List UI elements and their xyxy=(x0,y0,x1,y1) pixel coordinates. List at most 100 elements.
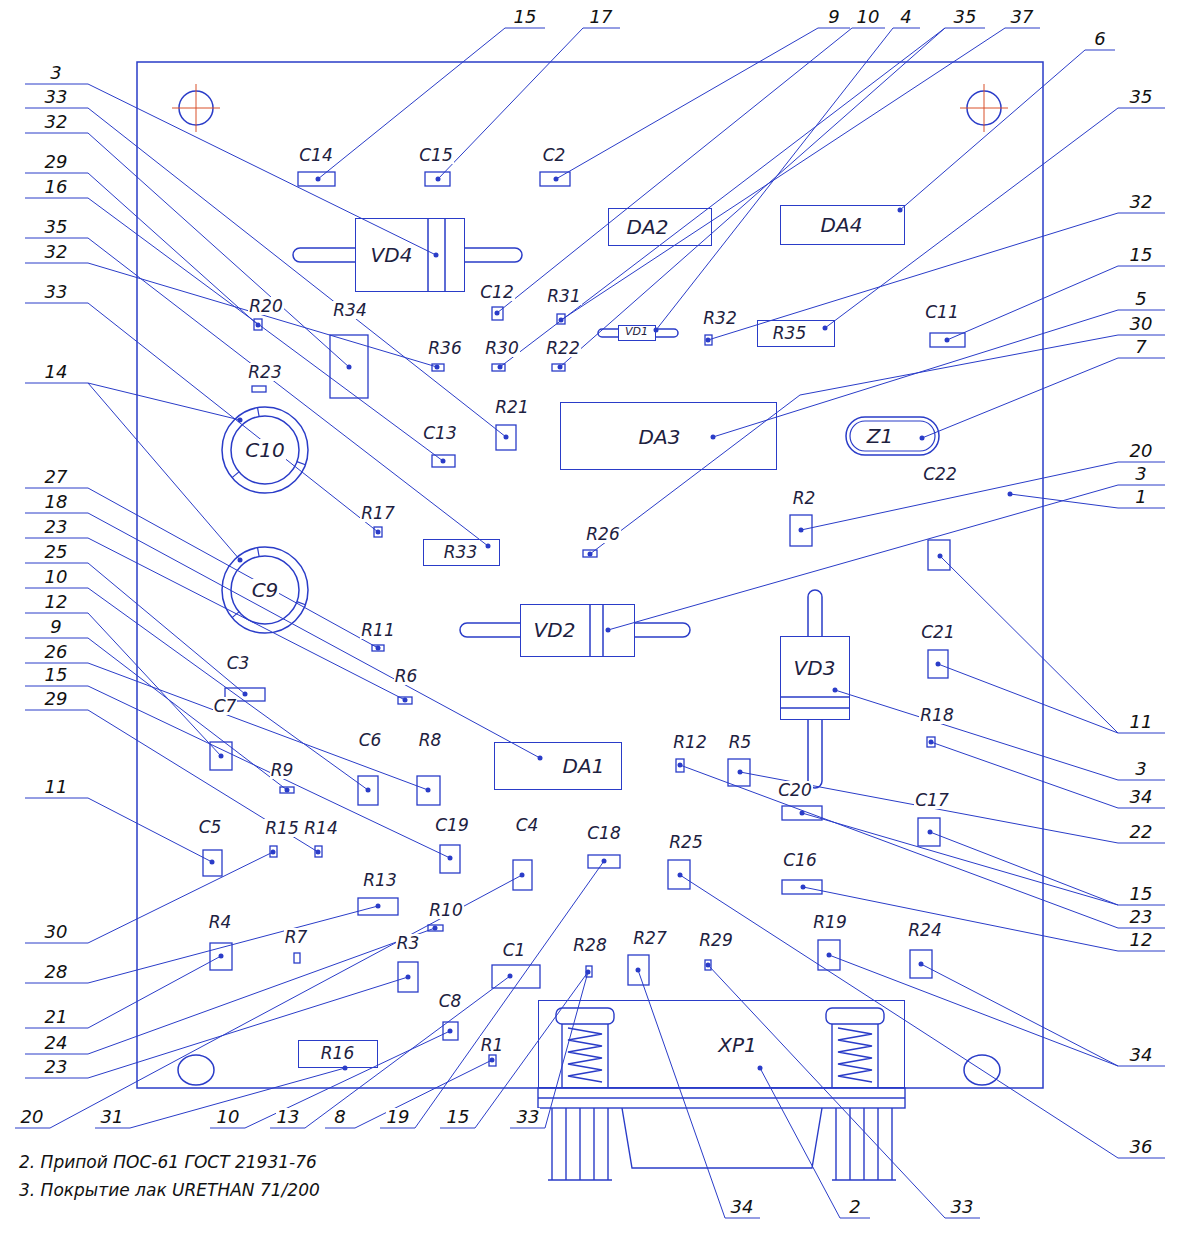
leader-dot xyxy=(945,338,950,343)
callout-number: 11 xyxy=(1129,713,1154,731)
reference-designator: C18 xyxy=(586,824,622,843)
callout-number: 23 xyxy=(1129,908,1154,926)
reference-designator: C4 xyxy=(515,816,540,835)
smd-component-body xyxy=(298,172,335,186)
leader-dot xyxy=(219,954,224,959)
callout-number: 31 xyxy=(100,1108,125,1126)
component-outline: R16 xyxy=(298,1040,378,1068)
callout-number: 29 xyxy=(44,153,69,171)
leader-dot xyxy=(654,328,659,333)
callout-number: 17 xyxy=(589,8,614,26)
component-designator: R35 xyxy=(772,324,807,343)
reference-designator: R11 xyxy=(360,621,395,640)
component-designator: VD4 xyxy=(370,244,414,266)
callout-number: 28 xyxy=(44,963,69,981)
leader-dot xyxy=(919,962,924,967)
reference-designator: R30 xyxy=(484,339,519,358)
leader-dot xyxy=(448,856,453,861)
leader-dot xyxy=(706,338,711,343)
leader-dot xyxy=(678,873,683,878)
smd-component-body xyxy=(927,737,935,747)
reference-designator: C2 xyxy=(542,146,567,165)
connector-drawing xyxy=(568,1028,602,1082)
reference-designator: C21 xyxy=(920,623,956,642)
capacitor-ring: C9 xyxy=(221,546,309,634)
oval-inner xyxy=(850,421,935,451)
reference-designator: C8 xyxy=(438,992,463,1011)
reference-designator: R26 xyxy=(585,525,620,544)
leader-dot xyxy=(504,435,509,440)
drawing-note: 2. Припой ПОС-61 ГОСТ 21931-76 xyxy=(18,1153,318,1172)
smd-component-body xyxy=(583,550,597,557)
leader-dot xyxy=(285,788,290,793)
callout-number: 29 xyxy=(44,690,69,708)
leader-dot xyxy=(936,662,941,667)
smd-component-body xyxy=(280,787,294,793)
leader-dot xyxy=(210,860,215,865)
leader-dot xyxy=(490,1058,495,1063)
smd-component-body xyxy=(203,850,222,876)
smd-component-body xyxy=(489,1055,496,1066)
smd-component-body xyxy=(790,515,812,546)
reference-designator: C12 xyxy=(479,283,515,302)
callout-number: 34 xyxy=(730,1198,755,1216)
callout-number: 34 xyxy=(1129,788,1154,806)
component-outline: DA2 xyxy=(608,208,712,246)
reference-designator: C3 xyxy=(226,654,251,673)
leader-dot xyxy=(376,646,381,651)
reference-designator: C14 xyxy=(298,146,334,165)
connector-drawing xyxy=(838,1028,872,1082)
leader-dot xyxy=(800,811,805,816)
callout-number: 26 xyxy=(44,643,69,661)
component-designator: R16 xyxy=(320,1044,355,1063)
smd-component-body xyxy=(910,950,932,978)
callout-number: 8 xyxy=(333,1108,346,1126)
component-designator: DA3 xyxy=(638,426,682,448)
callout-number: 9 xyxy=(827,8,840,26)
smd-component-body xyxy=(668,860,690,889)
leader-dot xyxy=(827,953,832,958)
callout-number: 3 xyxy=(1134,465,1147,483)
callout-number: 19 xyxy=(386,1108,411,1126)
callout-number: 16 xyxy=(44,178,69,196)
leader-dot xyxy=(347,365,352,370)
smd-component-body xyxy=(315,846,322,857)
callout-shelf xyxy=(505,28,1115,50)
smd-component-body xyxy=(432,364,444,371)
smd-component-body xyxy=(358,776,378,805)
reference-designator: R25 xyxy=(668,833,703,852)
callout-number: 23 xyxy=(44,1058,69,1076)
leader-dot xyxy=(316,177,321,182)
smd-component-body xyxy=(782,806,822,820)
reference-designator: C17 xyxy=(914,791,950,810)
callout-number: 13 xyxy=(276,1108,301,1126)
leader-dot xyxy=(210,177,1013,1071)
smd-component-body xyxy=(210,742,232,770)
reference-designator: R8 xyxy=(418,731,443,750)
reference-designator: C15 xyxy=(418,146,454,165)
crystal-outline: Z1 xyxy=(845,416,940,456)
callout-number: 15 xyxy=(44,666,69,684)
callout-number: 25 xyxy=(44,543,69,561)
reference-designator: C11 xyxy=(924,303,960,322)
callout-number: 14 xyxy=(44,363,69,381)
leader-dot xyxy=(498,365,503,370)
component-designator: VD2 xyxy=(533,619,577,641)
reference-designator: C22 xyxy=(922,465,958,484)
callout-number: 12 xyxy=(44,593,69,611)
leader-dot xyxy=(678,763,683,768)
smd-component-body xyxy=(425,172,450,186)
component-outline: DA4 xyxy=(780,205,905,245)
leader-dot xyxy=(758,1066,763,1071)
callout-number: 36 xyxy=(1129,1138,1154,1156)
reference-designator: R10 xyxy=(428,901,463,920)
leader-dot xyxy=(559,318,564,323)
callout-number: 10 xyxy=(216,1108,241,1126)
component-outline: XP1 xyxy=(538,1000,905,1088)
leader-dot xyxy=(606,628,611,633)
leader-dot xyxy=(538,756,543,761)
callout-number: 9 xyxy=(49,618,62,636)
reference-designator: C5 xyxy=(198,818,223,837)
component-outline: DA1 xyxy=(494,742,622,790)
